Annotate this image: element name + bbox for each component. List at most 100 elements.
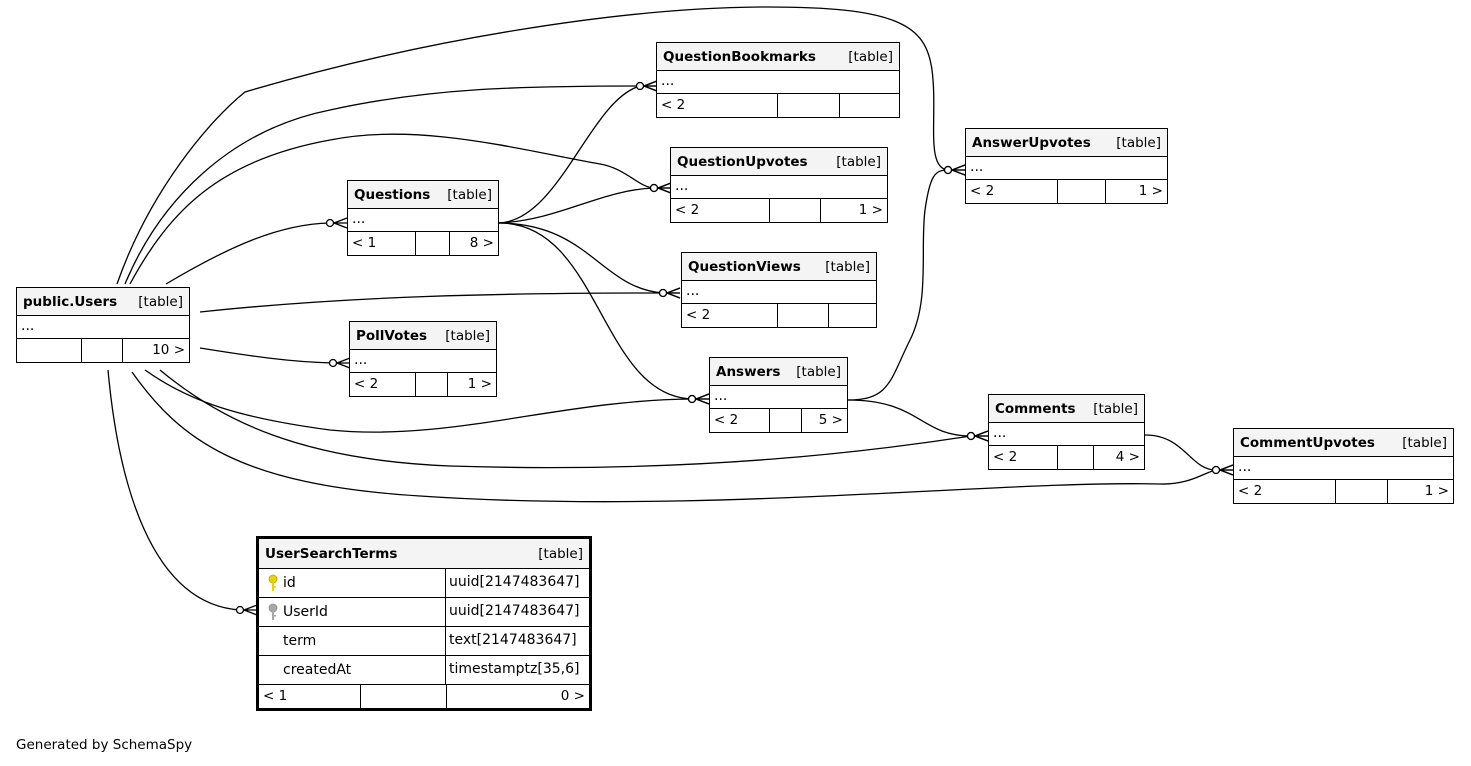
table-header: public.Users [table] bbox=[17, 288, 189, 316]
footer-spacer bbox=[769, 409, 801, 432]
table-kind: [table] bbox=[796, 363, 841, 380]
column-name: id bbox=[283, 574, 296, 591]
table-kind: [table] bbox=[825, 258, 870, 275]
table-footer: 10 > bbox=[17, 339, 189, 362]
zero-cardinality-circle bbox=[328, 358, 338, 368]
columns-collapsed: ... bbox=[350, 350, 496, 373]
table-user-search-terms[interactable]: UserSearchTerms[table] id uuid[214748364… bbox=[256, 536, 592, 711]
zero-cardinality-circle bbox=[943, 165, 953, 175]
crows-foot-many bbox=[243, 604, 258, 616]
column-type: uuid[2147483647] bbox=[449, 603, 580, 619]
edge-questions-question-bookmarks bbox=[498, 80, 658, 224]
edge-line bbox=[159, 369, 972, 469]
table-kind: [table] bbox=[1402, 434, 1447, 451]
edge-users-comments bbox=[159, 369, 989, 469]
crows-foot-many bbox=[336, 357, 351, 369]
edge-line bbox=[1144, 434, 1217, 471]
column-row: createdAt timestamptz[35,6] bbox=[259, 656, 589, 685]
columns-collapsed: ... bbox=[989, 423, 1144, 446]
zero-cardinality-circle bbox=[687, 394, 697, 404]
edge-line bbox=[498, 222, 664, 294]
table-question-bookmarks[interactable]: QuestionBookmarks[table] ... < 2 bbox=[656, 42, 900, 118]
column-row: term text[2147483647] bbox=[259, 627, 589, 656]
children-count: 1 > bbox=[1387, 480, 1453, 503]
column-name-cell: createdAt bbox=[259, 656, 446, 684]
zero-cardinality-circle bbox=[325, 218, 335, 228]
zero-cardinality-circle bbox=[966, 431, 976, 441]
edge-answers-comments bbox=[847, 399, 989, 442]
zero-cardinality-circle bbox=[235, 605, 245, 615]
edge-line bbox=[199, 292, 664, 313]
edge-questions-question-upvotes bbox=[498, 182, 672, 224]
columns-collapsed: ... bbox=[17, 316, 189, 339]
edge-line bbox=[847, 399, 972, 437]
footer-spacer bbox=[81, 339, 122, 362]
edge-users-question-views bbox=[199, 287, 681, 313]
table-kind: [table] bbox=[836, 153, 881, 170]
footer-spacer bbox=[415, 373, 447, 396]
edge-line bbox=[129, 133, 655, 285]
edge-line bbox=[498, 222, 693, 400]
column-name: createdAt bbox=[283, 661, 352, 678]
parents-count: < 2 bbox=[993, 449, 1018, 465]
column-name: UserId bbox=[283, 603, 328, 620]
generated-by-footer: Generated by SchemaSpy bbox=[16, 737, 193, 753]
parents-count: < 2 bbox=[686, 307, 711, 323]
table-kind: [table] bbox=[1116, 134, 1161, 151]
edge-line bbox=[498, 85, 641, 224]
footer-spacer bbox=[777, 94, 839, 117]
edge-users-user-search-terms bbox=[107, 369, 258, 616]
table-comments[interactable]: Comments[table] ... < 2 4 > bbox=[988, 394, 1145, 470]
foreign-key-icon bbox=[263, 603, 283, 621]
children-count: 4 > bbox=[1093, 446, 1144, 469]
table-header: Comments[table] bbox=[989, 395, 1144, 423]
edge-answers-answer-upvotes bbox=[847, 164, 966, 401]
edge-users-questions bbox=[165, 217, 348, 285]
zero-cardinality-circle bbox=[658, 288, 668, 298]
crows-foot-many bbox=[974, 430, 989, 442]
column-name-cell: id bbox=[259, 569, 446, 597]
columns-collapsed: ... bbox=[348, 209, 498, 232]
footer-spacer bbox=[415, 232, 449, 255]
column-row: id uuid[2147483647] bbox=[259, 569, 589, 598]
children-count: 10 > bbox=[122, 339, 189, 362]
table-header: PollVotes [table] bbox=[350, 322, 496, 350]
table-name: Questions bbox=[354, 186, 431, 203]
edge-line bbox=[131, 371, 1217, 503]
table-kind: [table] bbox=[445, 327, 490, 344]
table-name: PollVotes bbox=[356, 327, 428, 344]
table-header: UserSearchTerms[table] bbox=[259, 539, 589, 569]
edge-comments-comment-upvotes bbox=[1144, 434, 1234, 476]
columns-collapsed: ... bbox=[966, 157, 1167, 180]
table-public-users[interactable]: public.Users [table] ... 10 > bbox=[16, 287, 190, 363]
column-row: UserId uuid[2147483647] bbox=[259, 598, 589, 627]
table-footer: < 2 bbox=[657, 94, 899, 117]
parents-count: < 2 bbox=[354, 376, 379, 392]
edge-line bbox=[165, 222, 331, 285]
zero-cardinality-circle bbox=[635, 81, 645, 91]
table-name: Answers bbox=[716, 363, 781, 380]
table-header: AnswerUpvotes[table] bbox=[966, 129, 1167, 157]
column-name-cell: UserId bbox=[259, 598, 446, 626]
children-count bbox=[839, 94, 899, 117]
parents-count: < 2 bbox=[970, 183, 995, 199]
parents-count: < 2 bbox=[714, 412, 739, 428]
footer-spacer bbox=[1057, 180, 1105, 203]
table-question-views[interactable]: QuestionViews[table] ... < 2 bbox=[681, 252, 877, 328]
table-name: public.Users bbox=[23, 293, 118, 310]
table-header: QuestionViews[table] bbox=[682, 253, 876, 281]
children-count: 0 > bbox=[446, 685, 589, 708]
table-kind: [table] bbox=[138, 293, 183, 310]
